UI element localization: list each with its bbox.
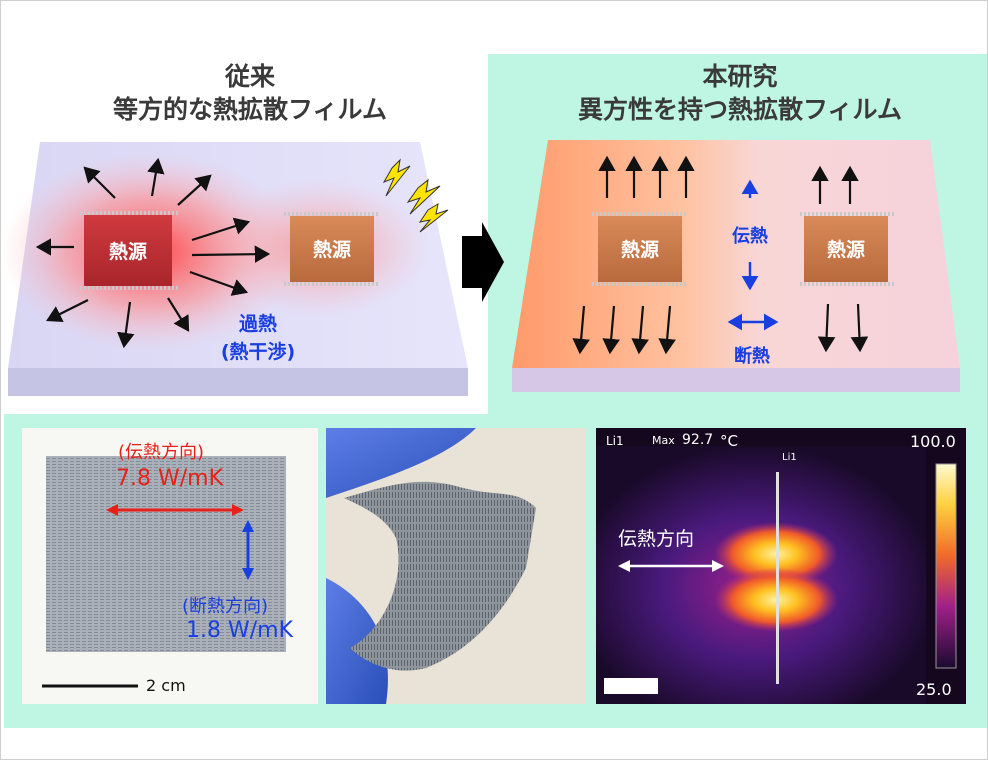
arrow: [658, 305, 676, 355]
max-label: Max: [652, 434, 675, 447]
this-study-heading-line1: 本研究: [702, 62, 778, 91]
hot-heat-source-chip: 熱源: [78, 211, 178, 290]
arrow: [572, 305, 590, 355]
temperature-scale-bar: [935, 463, 957, 669]
temperature-unit: °C: [720, 432, 738, 450]
this-study-heading: 本研究 異方性を持つ熱拡散フィルム: [495, 60, 985, 126]
arrow: [46, 299, 89, 322]
scale-max-label: 100.0: [910, 432, 956, 451]
right-heat-source-chip: 熱源: [798, 212, 894, 286]
heat-direction-label: 伝熱方向: [618, 528, 695, 550]
glove-finger-bottom: [326, 578, 388, 704]
anisotropic-arrows: [572, 155, 869, 355]
film-photo-panel: (伝熱方向) 7.8 W/mK (断熱方向) 1.8 W/mK 2 cm: [22, 428, 318, 704]
bent-film: [344, 481, 536, 671]
conduction-label: 伝熱: [732, 225, 768, 247]
transition-arrow-icon: [462, 222, 504, 302]
scale-label: 2 cm: [146, 676, 186, 695]
arrow: [189, 270, 249, 296]
arrow: [850, 303, 869, 353]
arrow: [177, 174, 212, 206]
anisotropic-film: [512, 140, 960, 392]
this-study-heading-line2: 異方性を持つ熱拡散フィルム: [577, 95, 902, 124]
thermal-interference-label: (熱干渉): [221, 340, 295, 363]
left-chip-label: 熱源: [621, 238, 659, 261]
line-label: Li1: [782, 452, 797, 463]
cool-chip-label: 熱源: [313, 238, 351, 261]
left-heat-source-chip: 熱源: [592, 212, 688, 286]
flexible-film-photo-panel: [326, 428, 586, 704]
glove-finger-top: [326, 428, 476, 498]
arrow: [167, 297, 190, 332]
max-value: 92.7: [682, 432, 714, 448]
arrow: [147, 157, 165, 197]
insulation-direction-label: (断熱方向): [182, 596, 269, 617]
hot-chip-label: 熱源: [109, 240, 147, 263]
diagram-canvas: 熱源 熱源 熱源: [0, 140, 960, 396]
arrow: [817, 303, 836, 353]
lightning-icon: [382, 158, 449, 233]
arrow: [83, 166, 116, 199]
conduction-value: 7.8 W/mK: [116, 466, 224, 491]
arrow: [191, 245, 271, 263]
overheat-label: 過熱: [239, 312, 277, 335]
arrow: [117, 301, 135, 349]
scale-min-label: 25.0: [916, 680, 952, 699]
arrow: [602, 305, 620, 355]
cool-heat-source-chip: 熱源: [284, 212, 380, 286]
measurement-line: [776, 472, 779, 684]
right-chip-label: 熱源: [827, 238, 865, 261]
film-sample: [46, 456, 286, 652]
insulation-value: 1.8 W/mK: [186, 618, 294, 643]
arrow: [631, 305, 649, 355]
conventional-heading-line1: 従来: [224, 62, 275, 91]
conduction-direction-label: (伝熱方向): [118, 442, 205, 463]
insulation-label: 断熱: [734, 345, 770, 367]
conventional-heading-line2: 等方的な熱拡散フィルム: [112, 95, 387, 124]
scale-marker: [604, 678, 658, 694]
roi-label: Li1: [606, 434, 624, 448]
conventional-heading: 従来 等方的な熱拡散フィルム: [20, 60, 480, 126]
arrow: [191, 217, 251, 242]
thermal-image-panel: Li1 Max 92.7 °C Li1 100.0 25.0 伝熱方向: [596, 428, 966, 704]
isotropic-arrows: [35, 157, 271, 349]
